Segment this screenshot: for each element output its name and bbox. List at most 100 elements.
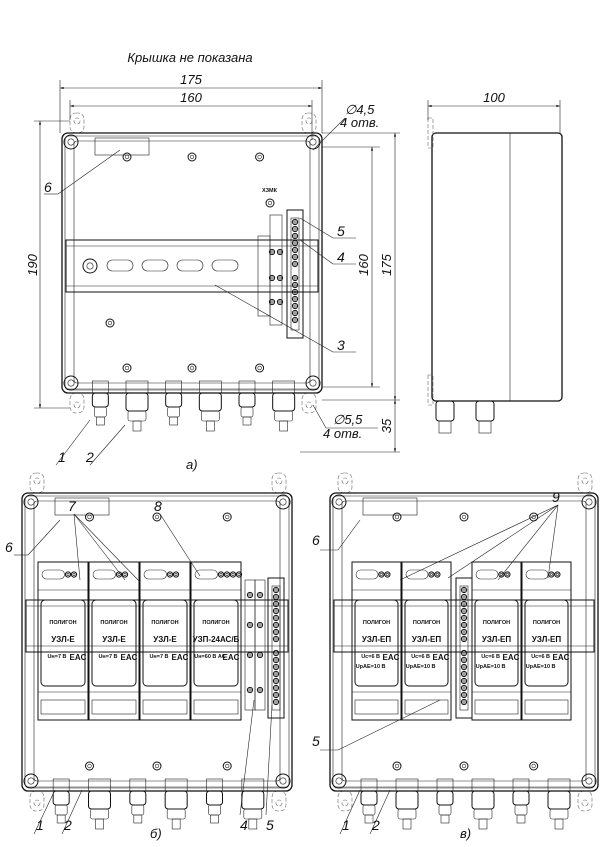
view-c-corner-screw-icon xyxy=(331,773,347,789)
view-a-mount-hole xyxy=(305,401,313,409)
view-b-module-housing xyxy=(190,561,242,721)
callout-b-5: 5 xyxy=(266,817,274,833)
view-b-module-screw-icon xyxy=(72,573,76,576)
view-c-ground-terminal-icon xyxy=(460,586,468,594)
view-b-mount-screw-icon xyxy=(154,514,160,520)
view-a-mount-hole xyxy=(305,117,313,125)
view-b-module-latch xyxy=(143,569,167,580)
view-b-mount-hole xyxy=(33,477,41,485)
view-c-module-screw-icon xyxy=(555,573,559,576)
view-c-module-screw-icon xyxy=(435,573,439,576)
view-a-enclosure-body xyxy=(61,132,323,394)
view-c-corner-screw-icon xyxy=(585,777,593,785)
view-a-ground-terminal-icon xyxy=(291,295,299,303)
view-b-cable-gland-cap xyxy=(131,804,145,816)
view-b-ground-terminal-icon xyxy=(272,600,280,608)
view-a-cable xyxy=(279,420,288,432)
leader-line xyxy=(159,513,201,577)
view-c-cable xyxy=(402,818,412,830)
view-c-module-screw-icon xyxy=(384,571,391,578)
view-b-module-eac-mark: EAC xyxy=(223,653,240,662)
view-c-cable-gland xyxy=(436,790,454,806)
view-c-module-screw-icon xyxy=(498,571,505,578)
view-b-cable-gland-cap xyxy=(208,804,221,816)
view-c-module-terminals xyxy=(404,699,449,715)
leader-line xyxy=(55,419,91,466)
view-b-ground-bus-strip xyxy=(271,585,281,711)
view-c-module-latch xyxy=(475,569,499,580)
view-b-terminal-screw-icon xyxy=(258,623,262,627)
view-a-terminal-screw-icon xyxy=(278,276,282,280)
view-a-ground-terminal-icon xyxy=(293,304,297,308)
view-c-mount-hole xyxy=(581,477,589,485)
view-c-corner-screw-icon xyxy=(581,494,597,510)
view-c-module-rating: Uc=6 В xyxy=(531,654,550,660)
leader-line xyxy=(299,217,334,239)
view-c-ground-terminal-icon xyxy=(462,602,466,606)
view-b-ground-terminal-icon xyxy=(272,628,280,636)
view-a-ground-terminal-icon xyxy=(291,309,299,317)
view-c-module-insert xyxy=(404,599,449,687)
view-a-mount-ear xyxy=(301,112,317,134)
view-b-ground-terminal-icon xyxy=(274,672,278,676)
view-a-ground-terminal-icon xyxy=(293,318,297,322)
leader-line xyxy=(89,424,126,466)
view-c-mount-ear xyxy=(337,790,353,812)
view-c-corner-screw-icon xyxy=(335,777,343,785)
view-c-module-screw-icon xyxy=(434,571,441,578)
view-c-ground-terminal-icon xyxy=(460,677,468,685)
view-b-mount-screw-icon xyxy=(85,761,94,771)
leader-line xyxy=(239,699,255,816)
view-b-cable-gland xyxy=(206,790,223,806)
view-c-cable-gland xyxy=(547,790,571,810)
view-a-cable-gland-cap xyxy=(127,410,147,422)
view-c-cable-gland-cap xyxy=(438,804,452,816)
view-c-mount-screw-icon xyxy=(392,512,402,522)
view-c-module-terminals xyxy=(354,699,399,715)
leader-line xyxy=(339,789,361,835)
view-a-ground-screw-icon xyxy=(265,198,275,208)
view-a-cable xyxy=(96,416,105,426)
caption-b: б) xyxy=(150,826,162,841)
view-c-ground-terminal-icon xyxy=(462,672,466,676)
view-a-ground-terminal-icon xyxy=(293,227,297,231)
view-b-cable-gland xyxy=(164,790,188,810)
callout-b-2: 2 xyxy=(63,817,72,833)
view-c-mount-screw-icon xyxy=(459,761,469,771)
view-a-mount-screw-icon xyxy=(122,363,132,373)
view-c-module-screw-icon xyxy=(549,573,553,576)
view-c-mount-ear xyxy=(577,472,593,494)
view-c-module-housing xyxy=(351,561,402,721)
dim-height-holes: 160 xyxy=(356,253,371,275)
view-c-ground-terminal-icon xyxy=(462,693,466,697)
view-b-mount-hole xyxy=(33,799,41,807)
view-a-terminal-screw-icon xyxy=(268,274,276,282)
hole-leader xyxy=(312,404,327,429)
view-b-terminal-screw-icon xyxy=(246,621,254,629)
view-a-mount-screw-icon xyxy=(189,154,195,160)
view-c-cable xyxy=(364,814,374,824)
view-a-ground-terminal-icon xyxy=(291,274,299,282)
view-c-mount-ear xyxy=(577,790,593,812)
caption-c: в) xyxy=(460,826,471,841)
leader-line xyxy=(497,504,559,581)
view-a-terminal-block xyxy=(269,214,283,326)
view-b-ground-terminal-icon xyxy=(272,691,280,699)
view-a-rail-screw-icon xyxy=(86,262,94,270)
view-c-ground-terminal-icon xyxy=(462,658,466,662)
view-b-cable-gland-cap xyxy=(166,808,186,820)
view-b-ground-terminal-icon xyxy=(274,700,278,704)
view-c-mount-ear xyxy=(337,472,353,494)
view-c-module-brand: ПОЛИГОН xyxy=(413,620,440,626)
view-a-corner-screw-icon xyxy=(63,375,79,391)
view-a-mount-screw-icon xyxy=(255,152,265,162)
leader-line xyxy=(399,504,559,581)
view-c-module-insert xyxy=(354,599,399,687)
view-b-enclosure-rim xyxy=(24,495,290,789)
view-c-ground-terminal-icon xyxy=(462,630,466,634)
view-a-corner-screw-icon xyxy=(67,379,75,387)
dim-height-body: 175 xyxy=(379,253,394,275)
view-c-module-terminals xyxy=(524,699,569,715)
